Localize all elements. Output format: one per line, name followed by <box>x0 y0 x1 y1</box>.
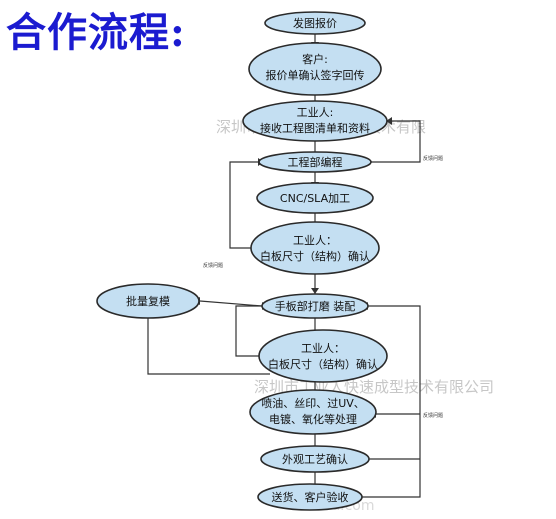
connector-mass-white2 <box>147 318 270 375</box>
node-white-label-2: 工业人： <box>301 342 345 355</box>
node-white-confirm-1: 工业人： 白板尺寸（结构）确认 <box>250 221 380 275</box>
node-quote: 发图报价 <box>264 11 366 35</box>
feedback-label: 反馈问题 <box>203 262 223 269</box>
node-white-label-1: 工业人： <box>293 234 337 247</box>
feedback-loop-delivery <box>360 305 421 498</box>
node-quote-text: 发图报价 <box>293 16 337 30</box>
node-white-text-2: 白板尺寸（结构）确认 <box>268 357 378 371</box>
node-appearance: 外观工艺确认 <box>260 445 370 473</box>
feedback-label: 反馈问题 <box>423 155 443 162</box>
node-handmade-text: 手板部打磨 装配 <box>275 299 356 313</box>
node-delivery-text: 送货、客户验收 <box>272 490 349 504</box>
node-finish: 喷油、丝印、过UV、 电镀、氧化等处理 <box>249 389 377 435</box>
node-cnc: CNC/SLA加工 <box>256 182 374 214</box>
node-customer-label: 客户: <box>302 52 328 66</box>
node-cnc-text: CNC/SLA加工 <box>280 192 350 205</box>
node-customer-text: 报价单确认签字回传 <box>266 68 365 82</box>
node-finish-line-1: 喷油、丝印、过UV、 <box>261 396 365 410</box>
node-receive-label: 工业人: <box>297 106 334 119</box>
node-delivery: 送货、客户验收 <box>257 483 363 511</box>
node-appearance-text: 外观工艺确认 <box>282 453 348 466</box>
feedback-loop-white1 <box>229 161 260 249</box>
arrowhead <box>311 288 319 294</box>
node-customer: 客户: 报价单确认签字回传 <box>248 42 382 96</box>
node-finish-line-2: 电镀、氧化等处理 <box>269 412 357 426</box>
node-programming: 工程部编程 <box>258 151 372 173</box>
node-receive-text: 接收工程图清单和资料 <box>260 121 370 135</box>
node-mass-text: 批量复模 <box>126 294 170 308</box>
node-mass: 批量复模 <box>96 283 200 319</box>
node-programming-text: 工程部编程 <box>288 155 343 169</box>
feedback-label: 反馈问题 <box>423 412 443 419</box>
arrowhead <box>386 117 392 125</box>
page-title: 合作流程: <box>6 9 186 56</box>
connector-handmade-mass <box>199 300 263 307</box>
feedback-loop-white2 <box>235 305 262 357</box>
node-handmade: 手板部打磨 装配 <box>261 293 369 319</box>
node-white-text-1: 白板尺寸（结构）确认 <box>260 249 370 263</box>
node-receive: 工业人: 接收工程图清单和资料 <box>242 100 388 142</box>
feedback-loop-programming <box>370 120 421 163</box>
node-white-confirm-2: 工业人： 白板尺寸（结构）确认 <box>258 329 388 383</box>
